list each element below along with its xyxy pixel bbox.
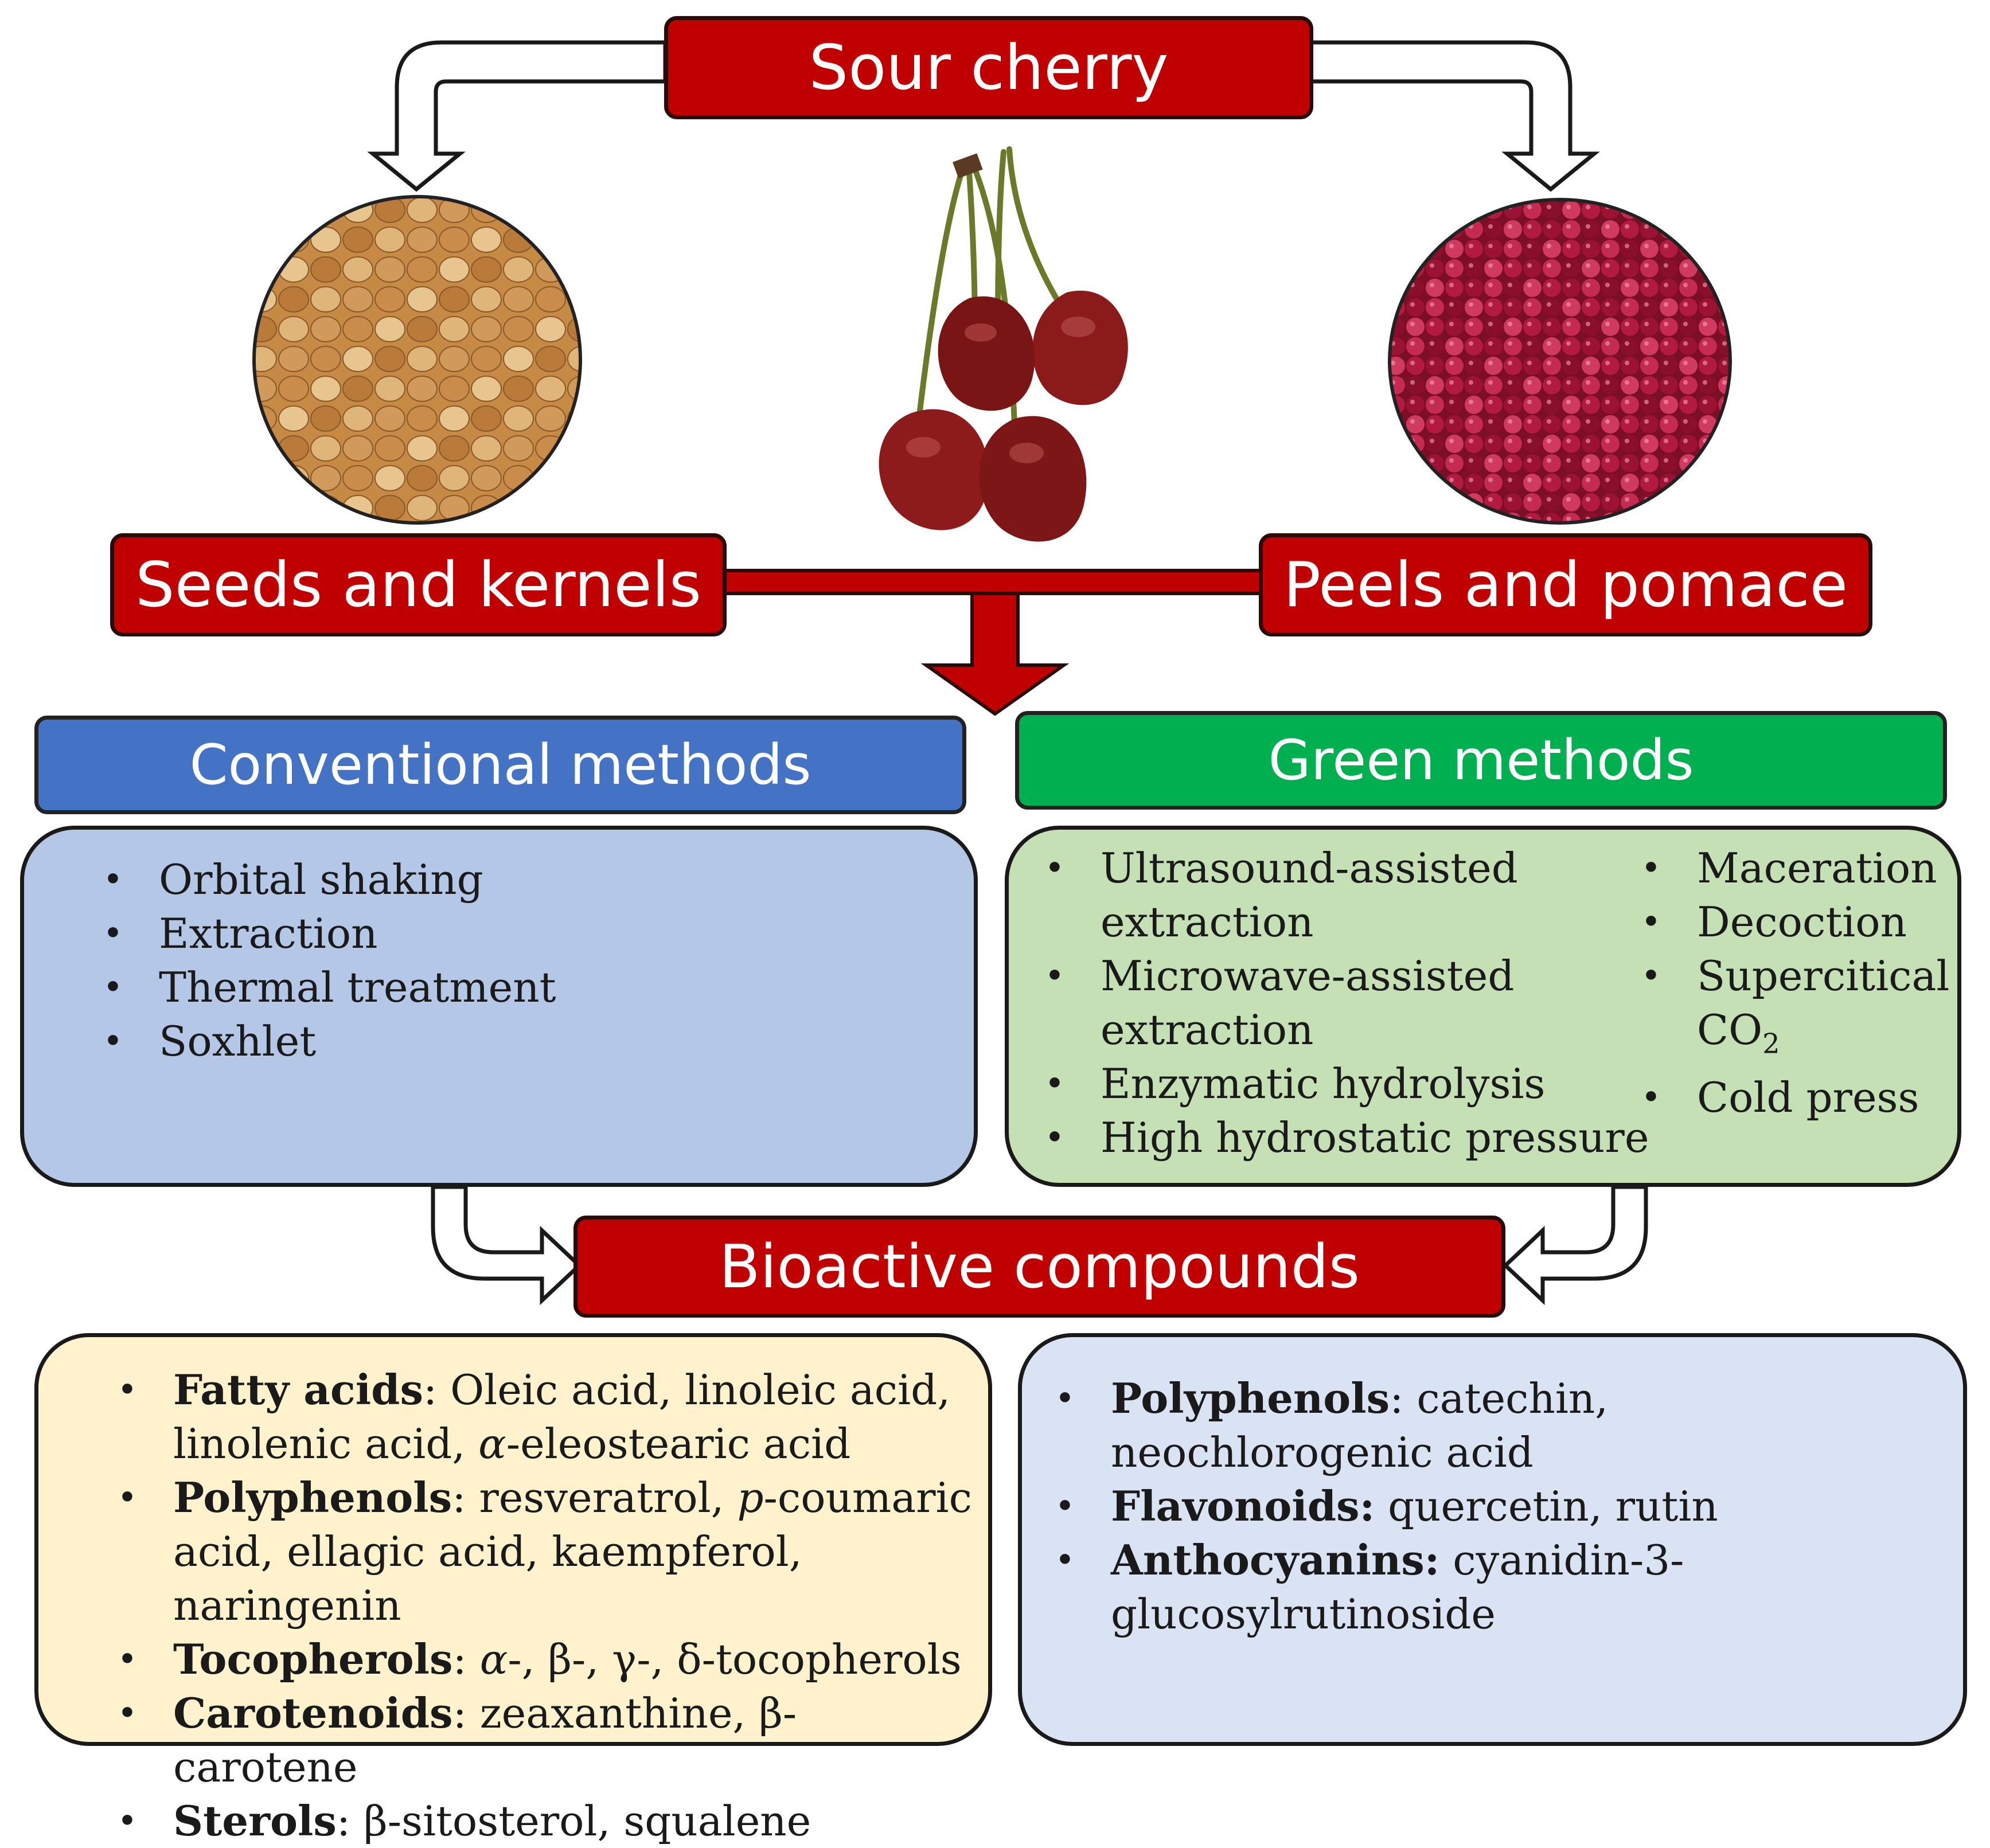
list-item: Flavonoids: quercetin, rutin: [1053, 1479, 1929, 1533]
arrow-to-seeds-outline: [367, 40, 668, 192]
compound-class: Polyphenols: [173, 1473, 452, 1522]
seeds-compounds-panel: Fatty acids: Oleic acid, linoleic acid, …: [34, 1333, 992, 1848]
compound-text: :: [336, 1797, 364, 1845]
compound-class: Flavonoids:: [1111, 1482, 1375, 1530]
bioactive-compounds-title: Bioactive compounds: [719, 1232, 1360, 1302]
conventional-methods-panel: Orbital shaking Extraction Thermal treat…: [20, 826, 978, 1187]
seeds-kernels-photo: [252, 195, 582, 525]
compound-text: -eleostearic acid: [506, 1420, 851, 1468]
compound-text: cyanidin-3-glucosylrutinoside: [1111, 1536, 1684, 1638]
sour-cherry-box: Sour cherry: [664, 16, 1313, 119]
list-item: Ultrasound-assisted extraction: [1043, 841, 1651, 949]
compound-class: Anthocyanins:: [1111, 1536, 1440, 1584]
compound-text: quercetin, rutin: [1388, 1482, 1718, 1530]
green-methods-panel: Ultrasound-assisted extraction Microwave…: [1005, 826, 1961, 1187]
list-item: Fatty acids: Oleic acid, linoleic acid, …: [116, 1363, 977, 1471]
list-item: Tocopherols: α-, β-, γ-, δ-tocopherols: [116, 1632, 977, 1686]
compound-class: Carotenoids: [173, 1689, 453, 1737]
compound-text: α: [478, 1420, 506, 1468]
list-item: Thermal treatment: [102, 960, 974, 1014]
compound-text: p: [737, 1474, 764, 1522]
list-item: Orbital shaking: [102, 853, 974, 907]
list-item: High hydrostatic pressure: [1043, 1111, 1651, 1165]
peels-pomace-box: Peels and pomace: [1259, 533, 1872, 636]
green-methods-title: Green methods: [1268, 728, 1694, 792]
compound-text: -coumaric acid, ellagic acid, kaempferol…: [173, 1474, 972, 1630]
compound-text: α: [479, 1635, 508, 1683]
sour-cherry-title: Sour cherry: [809, 32, 1169, 104]
list-item: Decoction: [1640, 895, 1961, 949]
conventional-methods-header: Conventional methods: [34, 716, 966, 814]
cherries-illustration: [879, 146, 1128, 542]
seeds-kernels-box: Seeds and kernels: [110, 533, 727, 636]
list-item: Soxhlet: [102, 1014, 974, 1068]
arrow-to-peels-outline: [1308, 40, 1600, 192]
supercritical-label: Supercitical: [1697, 952, 1950, 1000]
compound-text: :: [452, 1689, 480, 1737]
compound-class: Sterols: [173, 1796, 337, 1845]
conventional-methods-title: Conventional methods: [189, 733, 811, 797]
bioactive-compounds-box: Bioactive compounds: [573, 1216, 1505, 1318]
peels-pomace-label: Peels and pomace: [1283, 549, 1848, 621]
seeds-kernels-label: Seeds and kernels: [135, 549, 701, 621]
list-item: Polyphenols: resveratrol, p-coumaric aci…: [116, 1471, 977, 1632]
list-item: Extraction: [102, 907, 974, 960]
arrow-green-to-compounds: [1502, 1185, 1648, 1306]
peels-pomace-photo: [1388, 198, 1732, 525]
list-item: Polyphenols: catechin, neochlorogenic ac…: [1053, 1372, 1929, 1479]
seeds-compounds-list: Fatty acids: Oleic acid, linoleic acid, …: [116, 1363, 977, 1848]
compound-text: :: [452, 1635, 480, 1683]
compound-text: -, β-, γ-, δ-tocopherols: [508, 1635, 962, 1683]
list-item: Maceration: [1640, 841, 1961, 895]
arrow-conventional-to-compounds: [431, 1185, 583, 1306]
list-item: Cold press: [1640, 1070, 1961, 1124]
list-item: Microwave-assisted extraction: [1043, 949, 1651, 1057]
compound-text: catechin, neochlorogenic acid: [1111, 1374, 1609, 1476]
compound-text: [1375, 1482, 1388, 1530]
peels-compounds-list: Polyphenols: catechin, neochlorogenic ac…: [1053, 1372, 1929, 1641]
conventional-methods-list: Orbital shaking Extraction Thermal treat…: [102, 853, 974, 1068]
green-methods-list-1: Ultrasound-assisted extraction Microwave…: [1043, 841, 1651, 1165]
compound-text: Oleic acid, linoleic acid, linolenic aci…: [173, 1366, 951, 1468]
compound-class: Fatty acids: [173, 1365, 423, 1414]
compound-text: :: [452, 1474, 479, 1522]
list-item: Carotenoids: zeaxanthine, β-carotene: [116, 1686, 977, 1794]
compound-text: β-sitosterol, squalene: [364, 1797, 811, 1845]
compound-text: :: [1390, 1374, 1417, 1423]
co2-label: CO2: [1697, 1006, 1780, 1060]
list-item: Anthocyanins: cyanidin-3-glucosylrutinos…: [1053, 1533, 1929, 1641]
compound-class: Polyphenols: [1111, 1374, 1390, 1423]
merge-red-arrow: [718, 569, 1269, 716]
green-methods-header: Green methods: [1015, 711, 1947, 810]
peels-compounds-panel: Polyphenols: catechin, neochlorogenic ac…: [1018, 1333, 1967, 1746]
list-item: Enzymatic hydrolysis: [1043, 1057, 1651, 1111]
compound-class: Tocopherols: [173, 1635, 453, 1683]
list-item: Sterols: β-sitosterol, squalene: [116, 1794, 977, 1848]
compound-text: :: [423, 1366, 451, 1414]
compound-text: [1439, 1536, 1453, 1584]
compound-text: resveratrol,: [479, 1474, 738, 1522]
